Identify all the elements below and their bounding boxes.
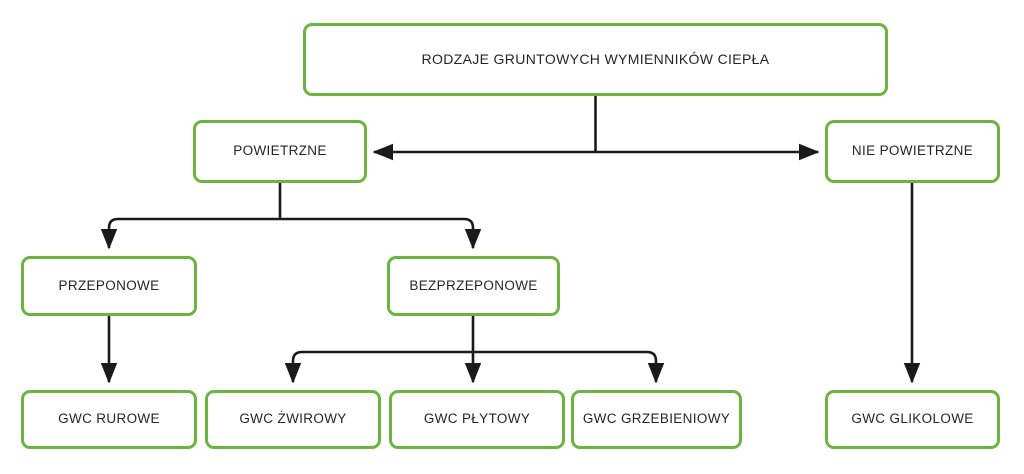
node-gwc-plytowy-label: GWC PŁYTOWY: [423, 411, 531, 427]
node-gwc-rurowe-label: GWC RUROWE: [58, 411, 160, 427]
node-gwc-glikolowe[interactable]: GWC GLIKOLOWE: [825, 390, 1000, 449]
node-gwc-glikolowe-label: GWC GLIKOLOWE: [851, 411, 974, 427]
node-gwc-grzebieniowy-label: GWC GRZEBIENIOWY: [582, 411, 731, 427]
connector-bezprzeponowe-to-gwc-zwirowy: [284, 350, 473, 384]
node-gwc-zwirowy-label: GWC ŻWIROWY: [239, 411, 347, 427]
node-przeponowe[interactable]: PRZEPONOWE: [21, 256, 197, 316]
node-bezprzeponowe-label: BEZPRZEPONOWE: [409, 277, 538, 293]
connector-powietrzne-to-przeponowe: [100, 217, 280, 250]
node-gwc-rurowe[interactable]: GWC RUROWE: [21, 390, 197, 449]
node-gwc-grzebieniowy[interactable]: GWC GRZEBIENIOWY: [571, 390, 742, 449]
node-nie-powietrzne[interactable]: NIE POWIETRZNE: [825, 120, 1000, 183]
node-root[interactable]: RODZAJE GRUNTOWYCH WYMIENNIKÓW CIEPŁA: [303, 23, 888, 96]
connector-powietrzne-to-bezprzeponowe: [280, 217, 482, 250]
node-gwc-plytowy[interactable]: GWC PŁYTOWY: [389, 390, 565, 449]
node-root-label: RODZAJE GRUNTOWYCH WYMIENNIKÓW CIEPŁA: [421, 51, 770, 68]
node-gwc-zwirowy[interactable]: GWC ŻWIROWY: [205, 390, 381, 449]
node-powietrzne[interactable]: POWIETRZNE: [193, 120, 367, 183]
node-przeponowe-label: PRZEPONOWE: [58, 277, 160, 293]
node-bezprzeponowe[interactable]: BEZPRZEPONOWE: [387, 256, 560, 316]
node-nie-powietrzne-label: NIE POWIETRZNE: [851, 143, 974, 159]
connector-bezprzeponowe-to-gwc-grzebieniowy: [473, 350, 665, 384]
node-powietrzne-label: POWIETRZNE: [233, 143, 327, 159]
